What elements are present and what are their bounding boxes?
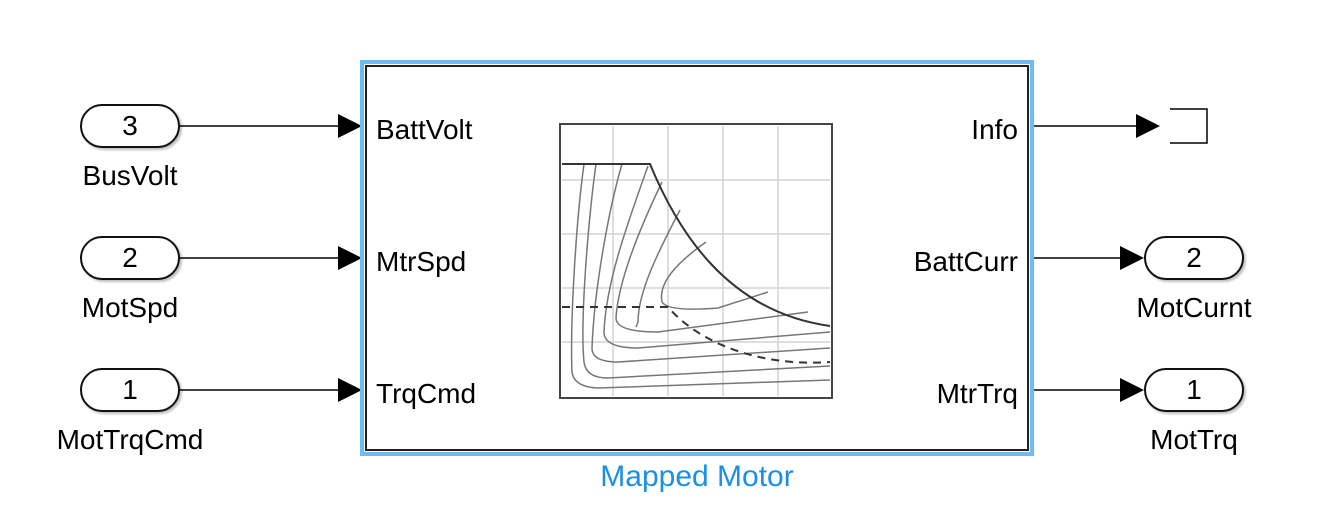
block-input-trqcmd: TrqCmd (376, 378, 477, 409)
arrow-icon (338, 114, 362, 138)
port-number: 3 (122, 110, 138, 141)
outport-mottrq[interactable]: 1 (1144, 368, 1244, 412)
motor-efficiency-map-icon (559, 123, 833, 399)
outport-label: MotTrq (1150, 424, 1238, 455)
block-body (365, 65, 1029, 451)
block-output-battcurr: BattCurr (913, 246, 1018, 277)
port-number: 2 (1186, 242, 1202, 273)
arrow-icon (1120, 246, 1144, 270)
port-number: 1 (1186, 374, 1202, 405)
outport-motcurnt[interactable]: 2 (1144, 236, 1244, 280)
port-number: 1 (122, 374, 138, 405)
arrow-icon (1120, 378, 1144, 402)
inport-mottrqcmd[interactable]: 1 (80, 368, 180, 412)
port-number: 2 (122, 242, 138, 273)
mapped-motor-block[interactable]: BattVolt MtrSpd TrqCmd Info BattCurr Mtr… (360, 60, 1034, 456)
inport-busvolt[interactable]: 3 (80, 104, 180, 148)
terminator-icon[interactable] (1168, 106, 1210, 146)
block-output-info: Info (971, 114, 1018, 145)
arrow-icon (338, 246, 362, 270)
inport-label: MotSpd (81, 292, 179, 323)
block-input-mtrspd: MtrSpd (376, 246, 467, 277)
block-name-label[interactable]: Mapped Motor (600, 460, 794, 493)
arrow-icon (1136, 114, 1160, 138)
inport-label: BusVolt (82, 160, 178, 191)
outport-label: MotCurnt (1136, 292, 1252, 323)
inport-label: MotTrqCmd (56, 424, 204, 455)
arrow-icon (338, 378, 362, 402)
inport-motspd[interactable]: 2 (80, 236, 180, 280)
block-input-battvolt: BattVolt (376, 114, 473, 145)
block-output-mtrtrq: MtrTrq (936, 378, 1018, 409)
